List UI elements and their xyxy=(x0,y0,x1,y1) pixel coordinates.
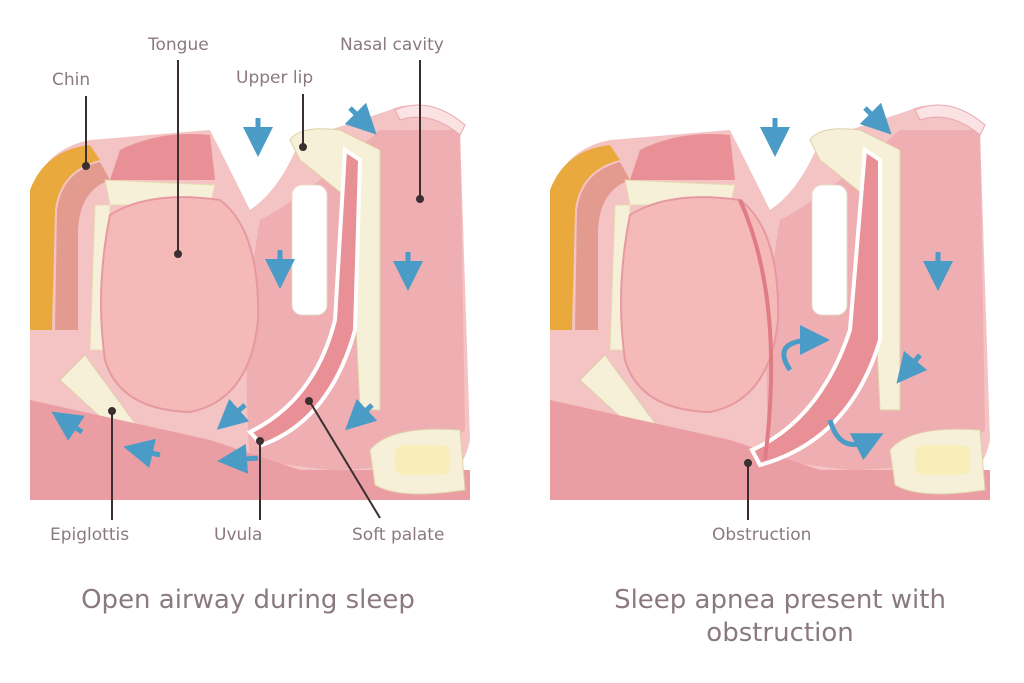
label-uvula: Uvula xyxy=(214,525,263,545)
caption-line-1: Sleep apnea present with xyxy=(614,585,946,615)
collapsed-soft-palate xyxy=(749,146,882,468)
leader-lines xyxy=(82,60,752,520)
label-upper-lip: Upper lip xyxy=(236,68,314,88)
airflow-arrows xyxy=(51,102,423,474)
caption-open-airway: Open airway during sleep xyxy=(81,585,415,615)
label-obstruction: Obstruction xyxy=(712,525,812,545)
airflow-arrows xyxy=(760,102,953,461)
obstruction-illustration xyxy=(549,102,991,501)
label-soft-palate: Soft palate xyxy=(352,525,445,545)
open-airway-illustration xyxy=(29,102,471,501)
label-chin: Chin xyxy=(52,70,91,90)
soft-palate-shape xyxy=(246,146,363,448)
caption-sleep-apnea: Sleep apnea present with obstruction xyxy=(580,584,980,650)
caption-line-2: obstruction xyxy=(706,618,854,648)
label-nasal-cavity: Nasal cavity xyxy=(340,35,444,55)
label-tongue: Tongue xyxy=(148,35,209,55)
label-epiglottis: Epiglottis xyxy=(50,525,130,545)
